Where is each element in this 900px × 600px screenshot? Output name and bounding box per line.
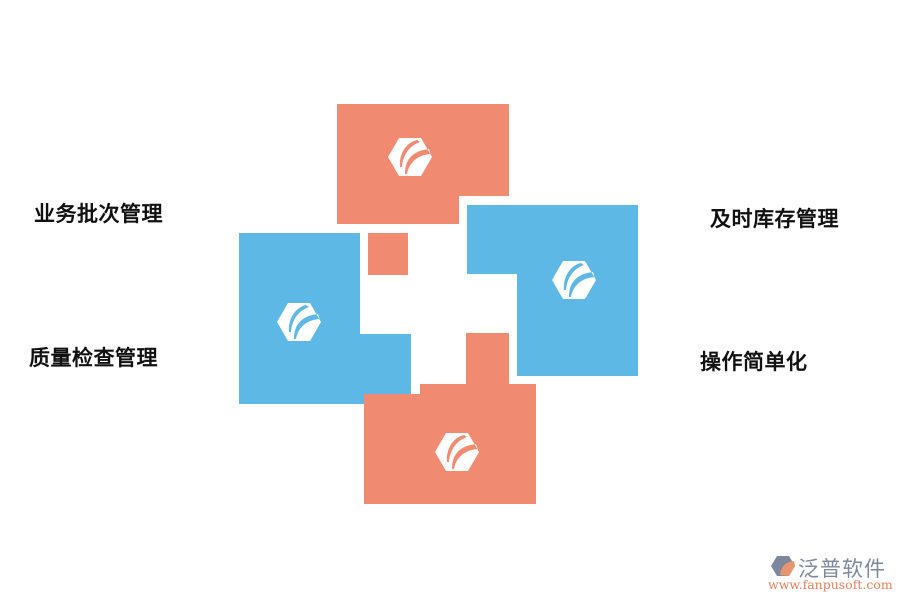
- block-bottom-upper: [420, 384, 536, 394]
- watermark-title: 泛普软件: [798, 557, 886, 581]
- hexagon-leaf-icon: [276, 302, 322, 342]
- fanpu-logo-icon: [771, 556, 795, 576]
- watermark-url: www.fanpusoft.com: [768, 577, 893, 592]
- label-inventory: 及时库存管理: [710, 207, 839, 231]
- small-orange-square: [368, 233, 408, 275]
- block-bottom-main: [364, 394, 536, 504]
- label-quality-check: 质量检查管理: [29, 346, 158, 370]
- hexagon-leaf-icon: [387, 137, 433, 177]
- block-bottom-tab: [466, 333, 509, 384]
- hexagon-leaf-icon: [551, 260, 597, 300]
- block-right-upper: [467, 205, 638, 274]
- label-simple-operation: 操作简单化: [700, 350, 808, 374]
- block-top-lower: [337, 196, 459, 224]
- watermark: 泛普软件 www.fanpusoft.com: [768, 553, 894, 593]
- hexagon-leaf-icon: [434, 432, 480, 472]
- label-business-batch: 业务批次管理: [34, 202, 163, 226]
- block-left-extension: [360, 334, 411, 404]
